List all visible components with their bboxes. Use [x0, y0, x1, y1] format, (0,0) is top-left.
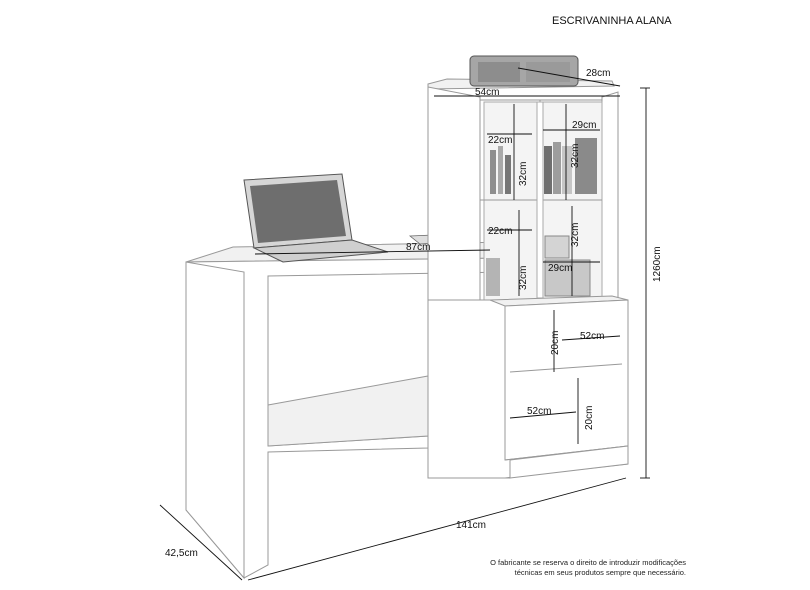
laptop — [243, 173, 389, 263]
dimension-lines — [159, 67, 650, 581]
book-item — [562, 146, 572, 194]
total-height-label: 1260cm — [652, 246, 663, 282]
total-depth-label: 42,5cm — [165, 548, 198, 559]
disclaimer-line-1: O fabricante se reserva o direito de int… — [490, 558, 686, 567]
drawer-height-2-label: 20cm — [584, 406, 595, 430]
drawer-width-1-label: 52cm — [580, 331, 604, 342]
disclaimer-line-2: técnicas em seus produtos sempre que nec… — [515, 568, 686, 577]
niche-height-3-label: 32cm — [570, 223, 581, 247]
shelf-objects — [486, 138, 597, 297]
book-item — [544, 146, 552, 194]
drawer-unit-side — [427, 299, 511, 479]
drawer-unit — [427, 295, 629, 479]
printer-panel — [478, 62, 520, 82]
book-item — [490, 150, 496, 194]
drawer-divider — [509, 363, 623, 373]
desk-width-label: 87cm — [406, 242, 430, 253]
printer — [469, 55, 579, 87]
laptop-display — [250, 180, 346, 243]
book-item — [553, 142, 561, 194]
top-depth-label: 28cm — [586, 68, 610, 79]
desk — [185, 241, 513, 580]
niche-depth-2-label: 22cm — [488, 226, 512, 237]
desk-back-panel — [267, 375, 429, 447]
total-width-label: 141cm — [456, 520, 486, 531]
drawer-unit-plinth — [509, 445, 629, 479]
drawer-height-1-label: 20cm — [550, 331, 561, 355]
box-item — [486, 258, 500, 296]
bookcase-right-side — [601, 91, 619, 301]
drawer-unit-front — [504, 299, 629, 461]
niche-height-4-label: 32cm — [518, 266, 529, 290]
niche-width-top-label: 29cm — [572, 120, 596, 131]
book-item — [498, 146, 503, 194]
book-item — [505, 155, 511, 194]
drawer-width-2-label: 52cm — [527, 406, 551, 417]
box-item — [544, 259, 591, 297]
top-width-label: 54cm — [475, 87, 499, 98]
niche-height-2-label: 32cm — [570, 144, 581, 168]
bookcase-left-side — [427, 86, 481, 301]
niche-depth-1-label: 22cm — [488, 135, 512, 146]
binder-item — [575, 138, 597, 194]
niche-width-bottom-label: 29cm — [548, 263, 572, 274]
box-item — [544, 235, 570, 259]
printer-panel — [526, 62, 570, 82]
niche-height-1-label: 32cm — [518, 162, 529, 186]
diagram-title: ESCRIVANINHA ALANA — [552, 15, 672, 27]
desk-left-leg — [185, 261, 245, 580]
